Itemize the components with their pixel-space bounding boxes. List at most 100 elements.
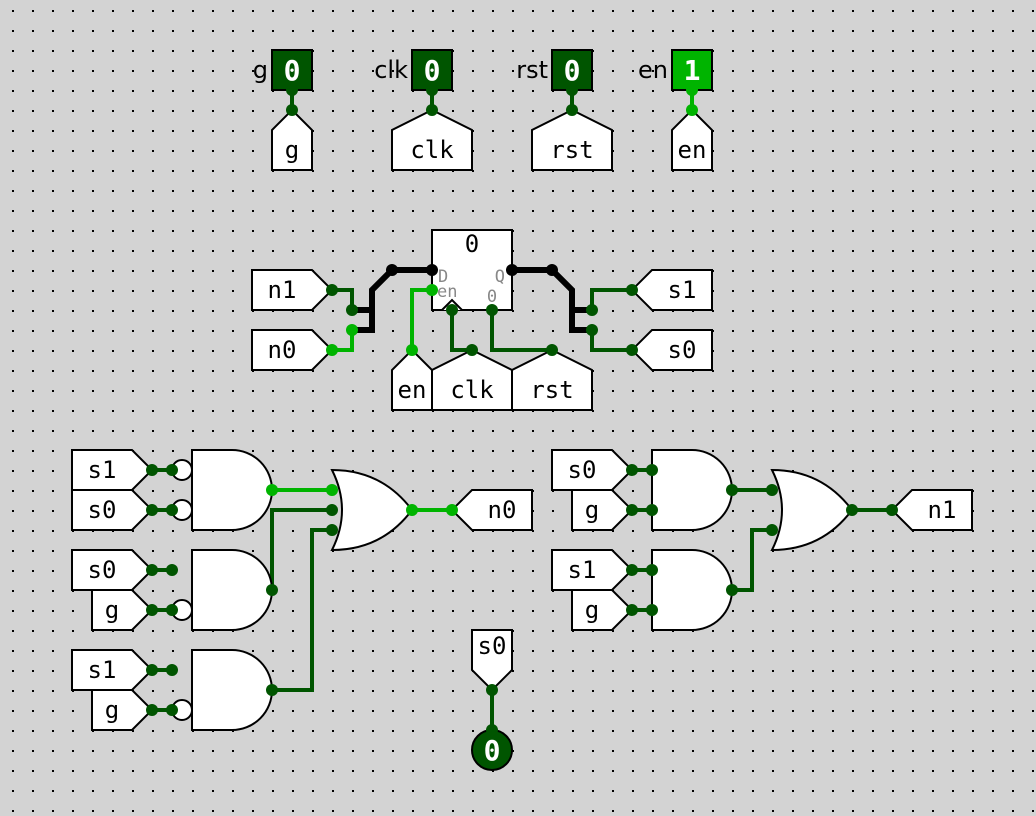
grid-dot bbox=[872, 550, 874, 552]
grid-dot bbox=[992, 330, 994, 332]
tunnel-label: g bbox=[585, 496, 599, 524]
input-pin-rst[interactable] bbox=[551, 49, 593, 91]
grid-dot bbox=[452, 590, 454, 592]
input-pin-g[interactable] bbox=[271, 49, 313, 91]
grid-dot bbox=[212, 110, 214, 112]
input-pin-clk[interactable] bbox=[411, 49, 453, 91]
grid-dot bbox=[312, 710, 314, 712]
grid-dot bbox=[932, 310, 934, 312]
grid-dot bbox=[912, 710, 914, 712]
grid-dot bbox=[732, 670, 734, 672]
tunnel-n0-out bbox=[450, 489, 533, 531]
grid-dot bbox=[172, 530, 174, 532]
grid-dot bbox=[932, 550, 934, 552]
grid-dot bbox=[992, 650, 994, 652]
register-pin-q: Q bbox=[495, 267, 505, 287]
grid-dot bbox=[92, 810, 94, 812]
grid-dot bbox=[252, 810, 254, 812]
tunnel-label: s1 bbox=[88, 456, 117, 484]
grid-dot bbox=[1032, 370, 1034, 372]
grid-dot bbox=[572, 210, 574, 212]
grid-dot bbox=[392, 450, 394, 452]
grid-dot bbox=[452, 530, 454, 532]
grid-dot bbox=[812, 810, 814, 812]
grid-dot bbox=[1012, 630, 1014, 632]
grid-dot bbox=[352, 650, 354, 652]
grid-dot bbox=[732, 250, 734, 252]
grid-dot bbox=[1012, 670, 1014, 672]
grid-dot bbox=[52, 770, 54, 772]
grid-dot bbox=[12, 550, 14, 552]
connection-dot bbox=[146, 564, 158, 576]
grid-dot bbox=[1032, 210, 1034, 212]
grid-dot bbox=[852, 230, 854, 232]
grid-dot bbox=[512, 470, 514, 472]
grid-dot bbox=[772, 130, 774, 132]
grid-dot bbox=[892, 570, 894, 572]
grid-dot bbox=[732, 810, 734, 812]
grid-dot bbox=[972, 590, 974, 592]
grid-dot bbox=[152, 630, 154, 632]
grid-dot bbox=[612, 630, 614, 632]
grid-dot bbox=[612, 110, 614, 112]
grid-dot bbox=[912, 750, 914, 752]
grid-dot bbox=[652, 150, 654, 152]
grid-dot bbox=[812, 90, 814, 92]
grid-dot bbox=[912, 470, 914, 472]
grid-dot bbox=[912, 390, 914, 392]
grid-dot bbox=[912, 410, 914, 412]
grid-dot bbox=[672, 710, 674, 712]
grid-dot bbox=[212, 770, 214, 772]
grid-dot bbox=[292, 470, 294, 472]
grid-dot bbox=[632, 250, 634, 252]
grid-dot bbox=[572, 710, 574, 712]
grid-dot bbox=[932, 10, 934, 12]
grid-dot bbox=[492, 550, 494, 552]
grid-dot bbox=[612, 730, 614, 732]
grid-dot bbox=[392, 330, 394, 332]
grid-dot bbox=[872, 390, 874, 392]
grid-dot bbox=[372, 30, 374, 32]
grid-dot bbox=[272, 190, 274, 192]
grid-dot bbox=[292, 550, 294, 552]
tunnel-s1 bbox=[551, 549, 634, 591]
grid-dot bbox=[552, 810, 554, 812]
grid-dot bbox=[792, 210, 794, 212]
grid-dot bbox=[892, 190, 894, 192]
grid-dot bbox=[972, 550, 974, 552]
grid-dot bbox=[372, 570, 374, 572]
grid-dot bbox=[152, 350, 154, 352]
grid-dot bbox=[112, 750, 114, 752]
grid-dot bbox=[972, 250, 974, 252]
grid-dot bbox=[712, 430, 714, 432]
grid-dot bbox=[292, 790, 294, 792]
grid-dot bbox=[872, 690, 874, 692]
grid-dot bbox=[592, 770, 594, 772]
grid-dot bbox=[812, 670, 814, 672]
grid-dot bbox=[652, 230, 654, 232]
grid-dot bbox=[112, 330, 114, 332]
grid-dot bbox=[72, 430, 74, 432]
grid-dot bbox=[172, 350, 174, 352]
grid-dot bbox=[852, 450, 854, 452]
grid-dot bbox=[192, 810, 194, 812]
probe-value: 0 bbox=[484, 734, 501, 767]
grid-dot bbox=[452, 650, 454, 652]
grid-dot bbox=[372, 710, 374, 712]
grid-dot bbox=[892, 290, 894, 292]
grid-dot bbox=[412, 690, 414, 692]
grid-dot bbox=[312, 470, 314, 472]
grid-dot bbox=[712, 250, 714, 252]
grid-dot bbox=[212, 50, 214, 52]
grid-dot bbox=[912, 90, 914, 92]
grid-dot bbox=[232, 370, 234, 372]
grid-dot bbox=[12, 390, 14, 392]
connection-dot bbox=[346, 304, 358, 316]
connection-dot bbox=[406, 344, 418, 356]
grid-dot bbox=[872, 810, 874, 812]
grid-dot bbox=[412, 570, 414, 572]
grid-dot bbox=[352, 710, 354, 712]
grid-dot bbox=[232, 330, 234, 332]
grid-dot bbox=[852, 570, 854, 572]
